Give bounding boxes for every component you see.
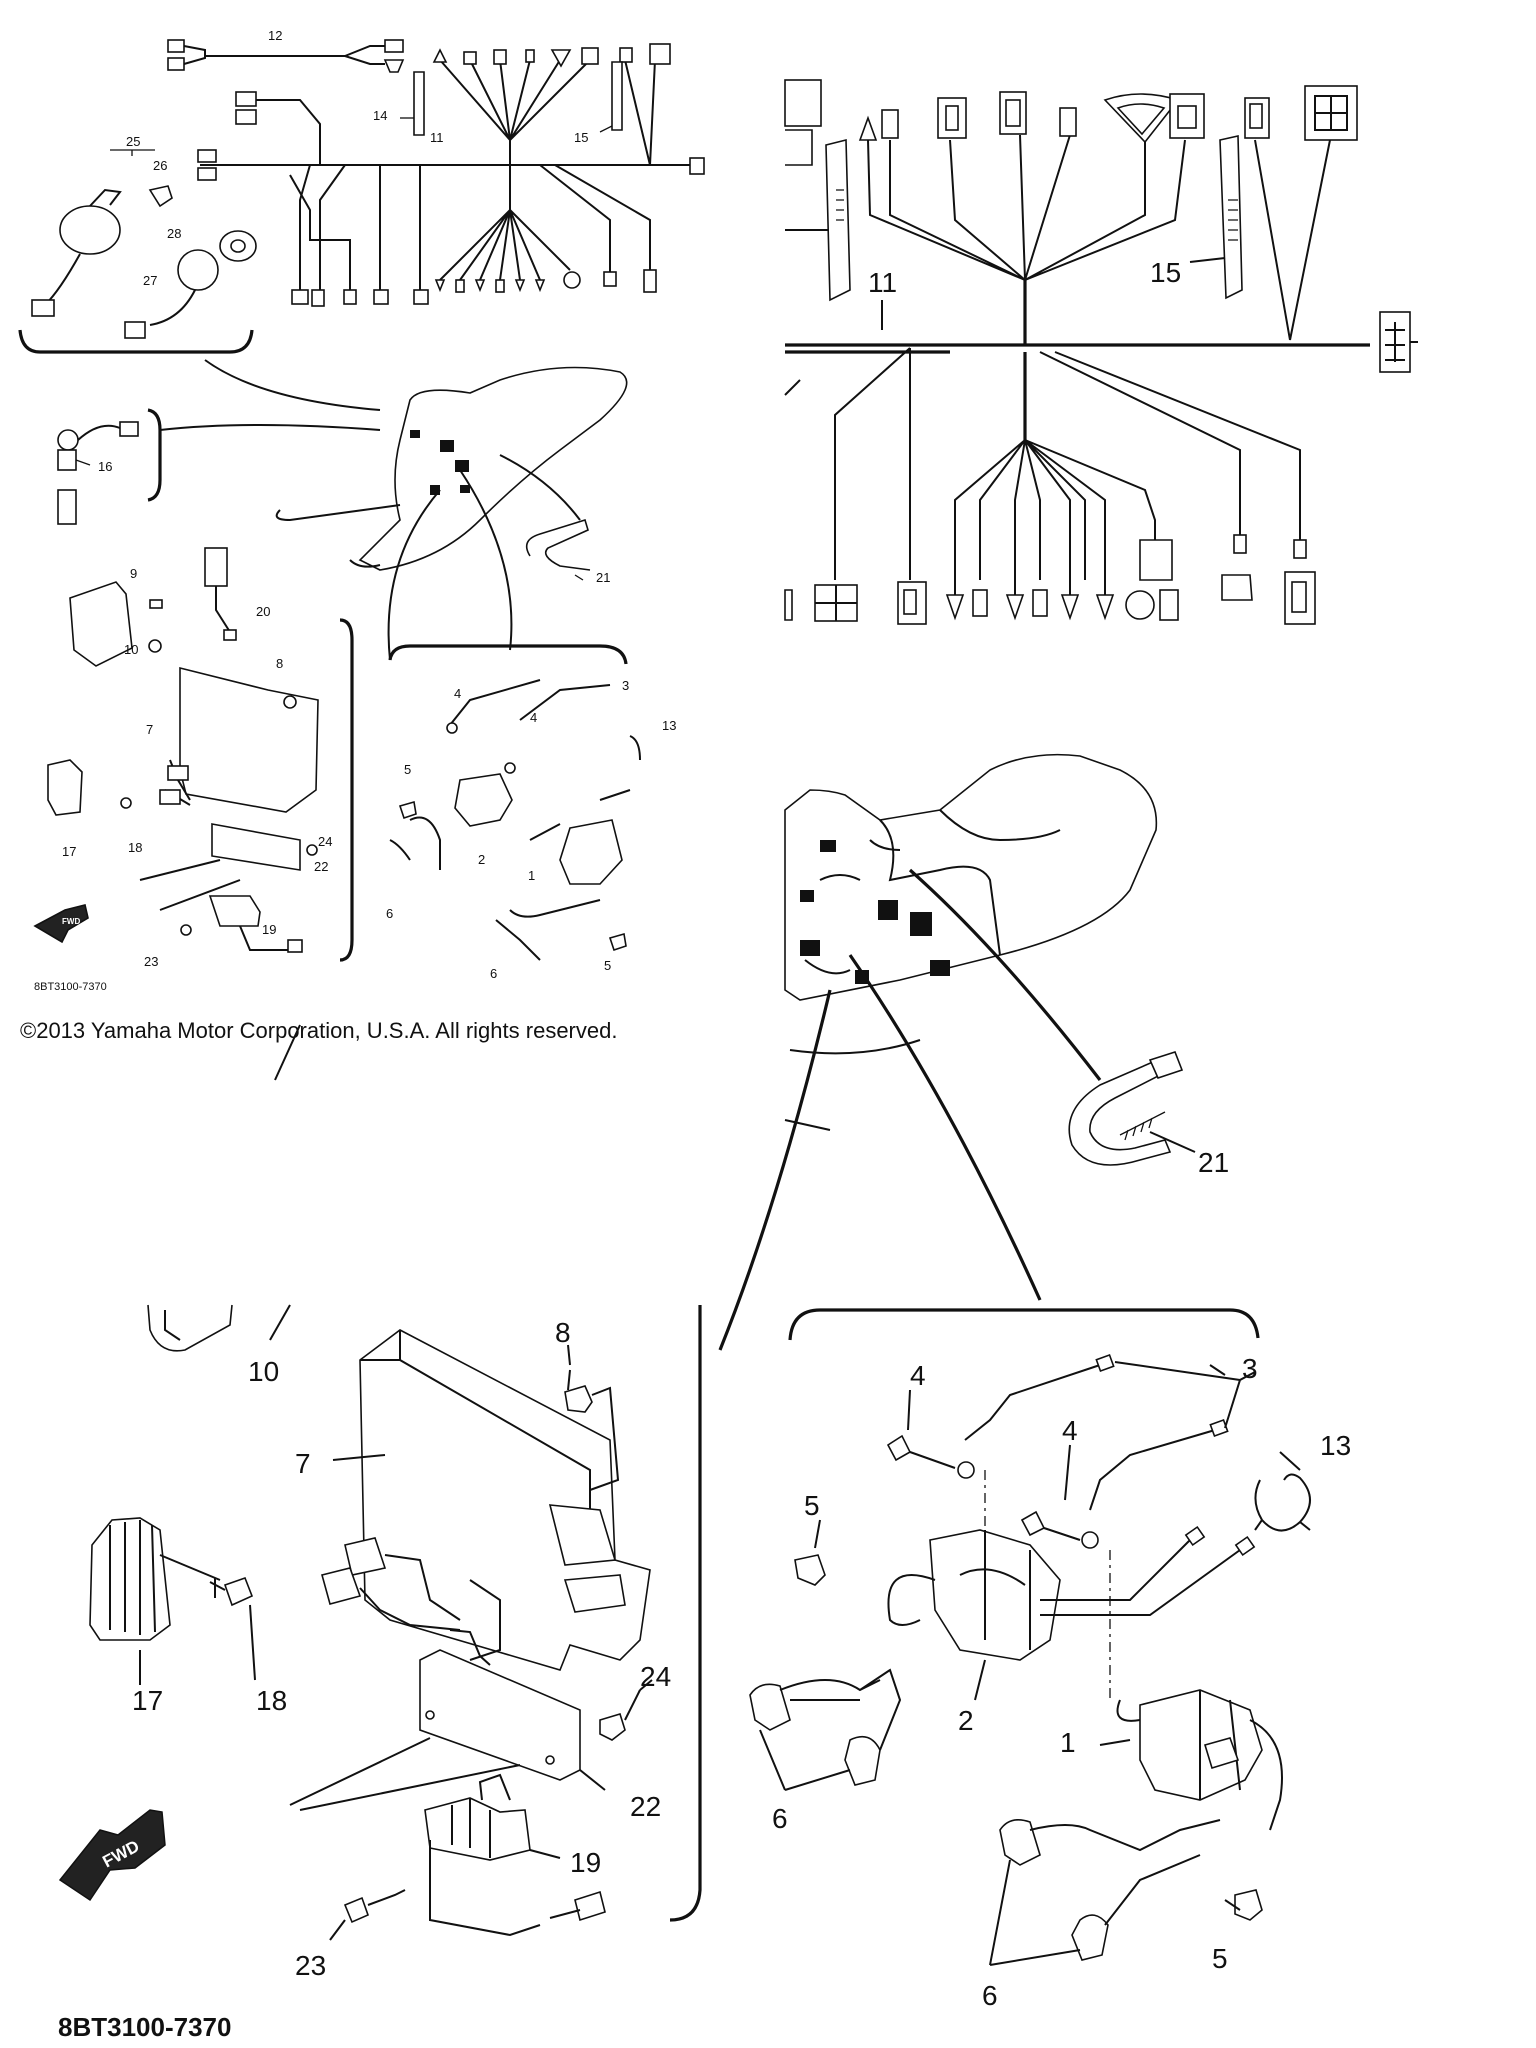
label-26: 26 (153, 158, 167, 173)
label-8: 8 (276, 656, 283, 671)
label-24-large: 24 (640, 1661, 671, 1692)
diagram-code-small: 8BT3100-7370 (34, 981, 107, 993)
label-7-large: 7 (295, 1448, 311, 1479)
label-18-large: 18 (256, 1685, 287, 1716)
leader-line (718, 989, 832, 1351)
label-5b: 5 (604, 958, 611, 973)
label-17: 17 (62, 844, 76, 859)
label-13: 13 (662, 718, 676, 733)
bottom-connectors (291, 269, 657, 307)
label-6-large-a: 6 (772, 1803, 788, 1834)
leader-line (204, 359, 381, 411)
label-25: 25 (126, 134, 140, 149)
label-4a: 4 (454, 686, 461, 701)
label-2-large: 2 (958, 1705, 974, 1736)
label-14: 14 (373, 108, 387, 123)
label-2: 2 (478, 852, 485, 867)
label-3: 3 (622, 678, 629, 693)
label-23: 23 (144, 954, 158, 969)
snowmobile-overview (275, 366, 628, 571)
diagram-code-large: 8BT3100-7370 (58, 2012, 231, 2042)
label-15-large: 15 (1150, 257, 1181, 288)
label-28: 28 (167, 226, 181, 241)
label-27: 27 (143, 273, 157, 288)
fwd-label-small: FWD (62, 917, 80, 926)
label-1-large: 1 (1060, 1727, 1076, 1758)
label-4-large-a: 4 (910, 1360, 926, 1391)
cdi-labels: 10 8 7 17 18 24 22 19 23 (132, 1317, 671, 1981)
ignition-detail (749, 1308, 1311, 1966)
connector-16 (57, 408, 162, 525)
wire-harness-12 (167, 39, 405, 73)
leader-line (159, 424, 381, 431)
ignition-labels: 4 4 3 13 5 2 1 6 6 5 (772, 1353, 1351, 2011)
switch-assembly (18, 185, 257, 354)
overview-labels: 12 14 11 15 25 26 28 27 16 9 20 10 8 7 1… (62, 28, 676, 981)
label-21: 21 (596, 570, 610, 585)
label-22: 22 (314, 859, 328, 874)
fwd-arrow-large: FWD (58, 1809, 166, 1902)
bracket-25 (110, 149, 155, 156)
harness-top-connectors (784, 79, 1358, 166)
label-19: 19 (262, 922, 276, 937)
label-13-large: 13 (1320, 1430, 1351, 1461)
clamp-15 (599, 61, 623, 133)
harness-detail: 11 15 (784, 79, 1418, 625)
ignition-coil-overview (388, 644, 641, 961)
label-7: 7 (146, 722, 153, 737)
label-5a: 5 (404, 762, 411, 777)
fwd-arrow-small: FWD (33, 904, 89, 944)
label-22-large: 22 (630, 1791, 661, 1822)
leader-line (499, 454, 581, 521)
label-6-large-b: 6 (982, 1980, 998, 2011)
label-11-large: 11 (868, 267, 897, 298)
label-10-large: 10 (248, 1356, 279, 1387)
label-1: 1 (528, 868, 535, 883)
top-connectors (432, 43, 671, 68)
snowmobile-detail (784, 753, 1158, 1131)
label-24: 24 (318, 834, 332, 849)
cdi-detail: FWD (58, 1024, 702, 1941)
clamp-15-large (1189, 135, 1243, 300)
label-5-large-a: 5 (804, 1490, 820, 1521)
label-12: 12 (268, 28, 282, 43)
clamp-14-large (825, 138, 851, 302)
clamp-14 (400, 71, 425, 136)
label-18: 18 (128, 840, 142, 855)
label-4-large-b: 4 (1062, 1415, 1078, 1446)
label-21-large: 21 (1198, 1147, 1229, 1178)
leader-line (387, 489, 441, 661)
label-17-large: 17 (132, 1685, 163, 1716)
label-4b: 4 (530, 710, 537, 725)
label-23-large: 23 (295, 1950, 326, 1981)
cable-tie-21 (525, 518, 591, 581)
overview-diagram: FWD 12 14 11 15 25 26 28 27 (18, 28, 705, 993)
harness-bottom-connectors (784, 534, 1316, 625)
label-20: 20 (256, 604, 270, 619)
wire-harness-11 (197, 43, 705, 307)
leader-line (848, 954, 1042, 1301)
label-8-large: 8 (555, 1317, 571, 1348)
label-10: 10 (124, 642, 138, 657)
cable-tie-21-large: 21 (1068, 1051, 1229, 1178)
cdi-unit-overview (47, 547, 354, 962)
label-3-large: 3 (1242, 1353, 1258, 1384)
label-19-large: 19 (570, 1847, 601, 1878)
label-11: 11 (430, 130, 444, 145)
label-6b: 6 (490, 966, 497, 981)
leader-line (459, 469, 513, 651)
leader-line (908, 868, 1102, 1081)
copyright-notice: ©2013 Yamaha Motor Corporation, U.S.A. A… (20, 1018, 617, 1043)
label-6a: 6 (386, 906, 393, 921)
label-5-large-b: 5 (1212, 1943, 1228, 1974)
label-16: 16 (98, 459, 112, 474)
label-9: 9 (130, 566, 137, 581)
label-15: 15 (574, 130, 588, 145)
